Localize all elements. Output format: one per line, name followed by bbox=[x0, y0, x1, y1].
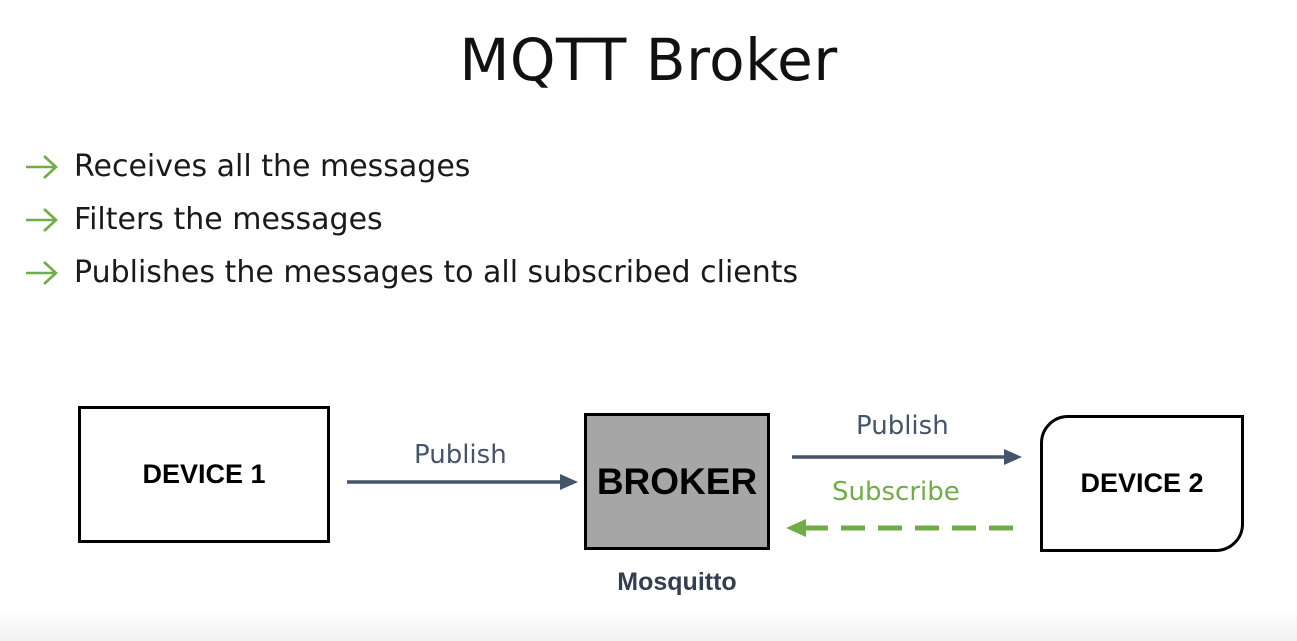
edge-publish-device1-broker bbox=[347, 474, 578, 490]
broker-caption: Mosquitto bbox=[617, 568, 737, 596]
edge-subscribe-device2-broker bbox=[786, 519, 1013, 537]
edge-label-subscribe: Subscribe bbox=[832, 477, 960, 507]
broker-label: BROKER bbox=[596, 460, 758, 502]
device-2-label: DEVICE 2 bbox=[1080, 468, 1204, 498]
slide-background-shade bbox=[0, 611, 1297, 641]
bullet-text: Receives all the messages bbox=[74, 149, 471, 184]
bullet-item: Receives all the messages bbox=[24, 140, 798, 193]
edge-publish-broker-device2 bbox=[792, 449, 1022, 465]
bullet-list: Receives all the messages Filters the me… bbox=[24, 140, 798, 299]
bullet-text: Publishes the messages to all subscribed… bbox=[74, 255, 799, 290]
arrow-right-icon bbox=[26, 154, 58, 179]
slide-title: MQTT Broker bbox=[459, 26, 838, 94]
broker-node: BROKER bbox=[584, 413, 770, 550]
edge-label-publish: Publish bbox=[414, 440, 507, 470]
arrow-right-icon bbox=[26, 260, 58, 285]
arrow-right-icon bbox=[26, 207, 58, 232]
device-1-label: DEVICE 1 bbox=[142, 459, 266, 489]
bullet-item: Publishes the messages to all subscribed… bbox=[24, 246, 798, 299]
device-2-node: DEVICE 2 bbox=[1040, 415, 1244, 552]
device-1-node: DEVICE 1 bbox=[78, 406, 330, 543]
bullet-text: Filters the messages bbox=[74, 202, 383, 237]
edge-label-publish: Publish bbox=[856, 411, 949, 441]
bullet-item: Filters the messages bbox=[24, 193, 798, 246]
